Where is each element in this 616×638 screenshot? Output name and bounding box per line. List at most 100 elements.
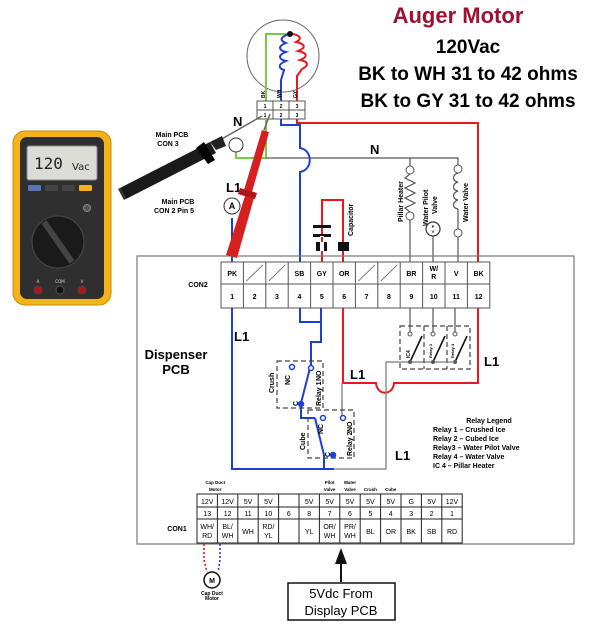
con1-connector: 12V13WH/RD12V12BL/WH5V11WH5V10RD/YL65V8Y… xyxy=(196,493,463,544)
con1-pin: 2 xyxy=(430,511,434,518)
relay2-contact xyxy=(314,417,325,469)
con1-voltage: 5V xyxy=(264,499,273,506)
con1-wire-color: PR/ xyxy=(344,524,356,531)
con2-empty-slot xyxy=(268,264,286,282)
con1-voltage: 5V xyxy=(387,499,396,506)
dispenser-pcb-label-2: PCB xyxy=(162,362,189,377)
svg-text:NO: NO xyxy=(347,421,354,432)
svg-text:RD: RD xyxy=(202,533,212,540)
relay-legend-title: Relay Legend xyxy=(466,418,512,425)
cap-duct-motor: M Cap Duct Motor xyxy=(201,544,223,602)
con1-pin: 11 xyxy=(244,511,251,518)
motor-wire-bk xyxy=(265,33,290,106)
relay3-small-label: Relay 3 xyxy=(428,343,433,358)
relay-legend-item: Relay 2 – Cubed Ice xyxy=(433,436,499,443)
con1-header-label: Pilot xyxy=(325,480,335,485)
con2-pin: 1 xyxy=(230,294,234,301)
con1-header-label: Cap Duct xyxy=(205,480,225,485)
l1-label-3: L1 xyxy=(484,354,499,369)
con2-wire-color: BR xyxy=(406,271,416,278)
motor-pin-label-bk: BK xyxy=(261,90,267,98)
motor-pin-label-wh: WH xyxy=(277,89,283,98)
con1-pin: 4 xyxy=(389,511,393,518)
svg-text:WH: WH xyxy=(324,533,336,540)
svg-text:Motor: Motor xyxy=(209,487,222,492)
motor-common-node xyxy=(287,31,293,37)
con2-pin: 7 xyxy=(365,294,369,301)
con1-pin: 5 xyxy=(368,511,372,518)
jack-a[interactable] xyxy=(33,285,43,295)
relay-legend: Relay Legend Relay 1 – Crushed Ice Relay… xyxy=(433,418,520,470)
con1-header-label: Crush xyxy=(364,487,377,492)
con1-wire-color: BL xyxy=(366,529,375,536)
svg-text:A: A xyxy=(37,279,40,284)
con1-pin: 8 xyxy=(307,511,311,518)
display-pcb-label-2: Display PCB xyxy=(305,603,378,618)
con1-voltage: 12V xyxy=(201,499,214,506)
backlight-button[interactable] xyxy=(79,185,92,191)
con1-voltage: 5V xyxy=(366,499,375,506)
con1-wire-color: YL xyxy=(305,529,314,536)
diagram-title: Auger Motor xyxy=(393,3,524,28)
svg-text:NO: NO xyxy=(316,370,323,381)
svg-text:Valve: Valve xyxy=(324,487,336,492)
con2-wire-color: PK xyxy=(227,271,237,278)
con1-voltage: 5V xyxy=(305,499,314,506)
water-pilot-valve-label-1: Water Pilot xyxy=(423,189,430,226)
con2-pin: 10 xyxy=(430,294,438,301)
con1-wire-color: SB xyxy=(427,529,437,536)
relay1-contact xyxy=(300,367,311,404)
jack-com[interactable] xyxy=(55,285,65,295)
con1-voltage: 12V xyxy=(446,499,459,506)
svg-text:C: C xyxy=(293,401,300,406)
motor-connector: BK WH GY 1 2 3 1 2 3 xyxy=(256,89,306,120)
con2-pin: 2 xyxy=(253,294,257,301)
relay2-label: Relay 2 xyxy=(347,431,354,456)
motor-symbol xyxy=(203,571,221,589)
con2-pin: 8 xyxy=(387,294,391,301)
con2-pin: 4 xyxy=(297,294,301,301)
cap-duct-motor-label-2: Motor xyxy=(205,596,219,602)
con1-wire-color: BK xyxy=(407,529,417,536)
con1-header-label: Water xyxy=(344,480,357,485)
svg-text:P: P xyxy=(432,224,435,229)
motor-coil-gy xyxy=(289,33,308,106)
relay-legend-item: Relay 1 – Crushed Ice xyxy=(433,427,505,434)
hold-button[interactable] xyxy=(28,185,41,191)
con1-pin: 6 xyxy=(348,511,352,518)
svg-text:Valve: Valve xyxy=(344,487,356,492)
crush-label: Crush xyxy=(269,373,276,393)
con1-wire-color: WH xyxy=(242,529,254,536)
l1-label-2: L1 xyxy=(350,367,365,382)
relay1-label: Relay 1 xyxy=(316,381,323,406)
range-button[interactable] xyxy=(62,185,75,191)
cap-duct-motor-label-1: Cap Duct xyxy=(201,591,223,597)
con1-pin: 13 xyxy=(203,511,211,518)
svg-text:V: V xyxy=(432,229,435,234)
water-valve-label: Water Valve xyxy=(463,183,470,222)
neutral-label-probe: N xyxy=(233,114,242,129)
svg-text:NC: NC xyxy=(285,375,292,385)
minmax-button[interactable] xyxy=(45,185,58,191)
l1-label-1: L1 xyxy=(234,329,249,344)
con2-pin: 11 xyxy=(452,294,460,301)
svg-text:V: V xyxy=(81,279,84,284)
relay-legend-item: IC 4 – Pillar Heater xyxy=(433,463,495,470)
con1-voltage: G xyxy=(408,499,413,506)
l1-label-4: L1 xyxy=(395,448,410,463)
con2-wire-color: GY xyxy=(317,271,327,278)
display-pcb-source: 5Vdc From Display PCB xyxy=(287,548,396,621)
capacitor-label: Capacitor xyxy=(348,203,355,236)
pillar-heater-label: Pillar Heater xyxy=(398,181,405,222)
spec-bk-wh: BK to WH 31 to 42 ohms xyxy=(358,64,578,85)
svg-text:NC: NC xyxy=(318,424,325,434)
svg-text:M: M xyxy=(209,578,215,585)
dispenser-pcb-outline xyxy=(136,255,575,545)
water-valve: Water Valve xyxy=(452,164,470,262)
con2-label: CON2 xyxy=(188,282,208,289)
con1-voltage: 5V xyxy=(325,499,334,506)
con2-wire-color: V xyxy=(454,271,459,278)
jack-v[interactable] xyxy=(77,285,87,295)
